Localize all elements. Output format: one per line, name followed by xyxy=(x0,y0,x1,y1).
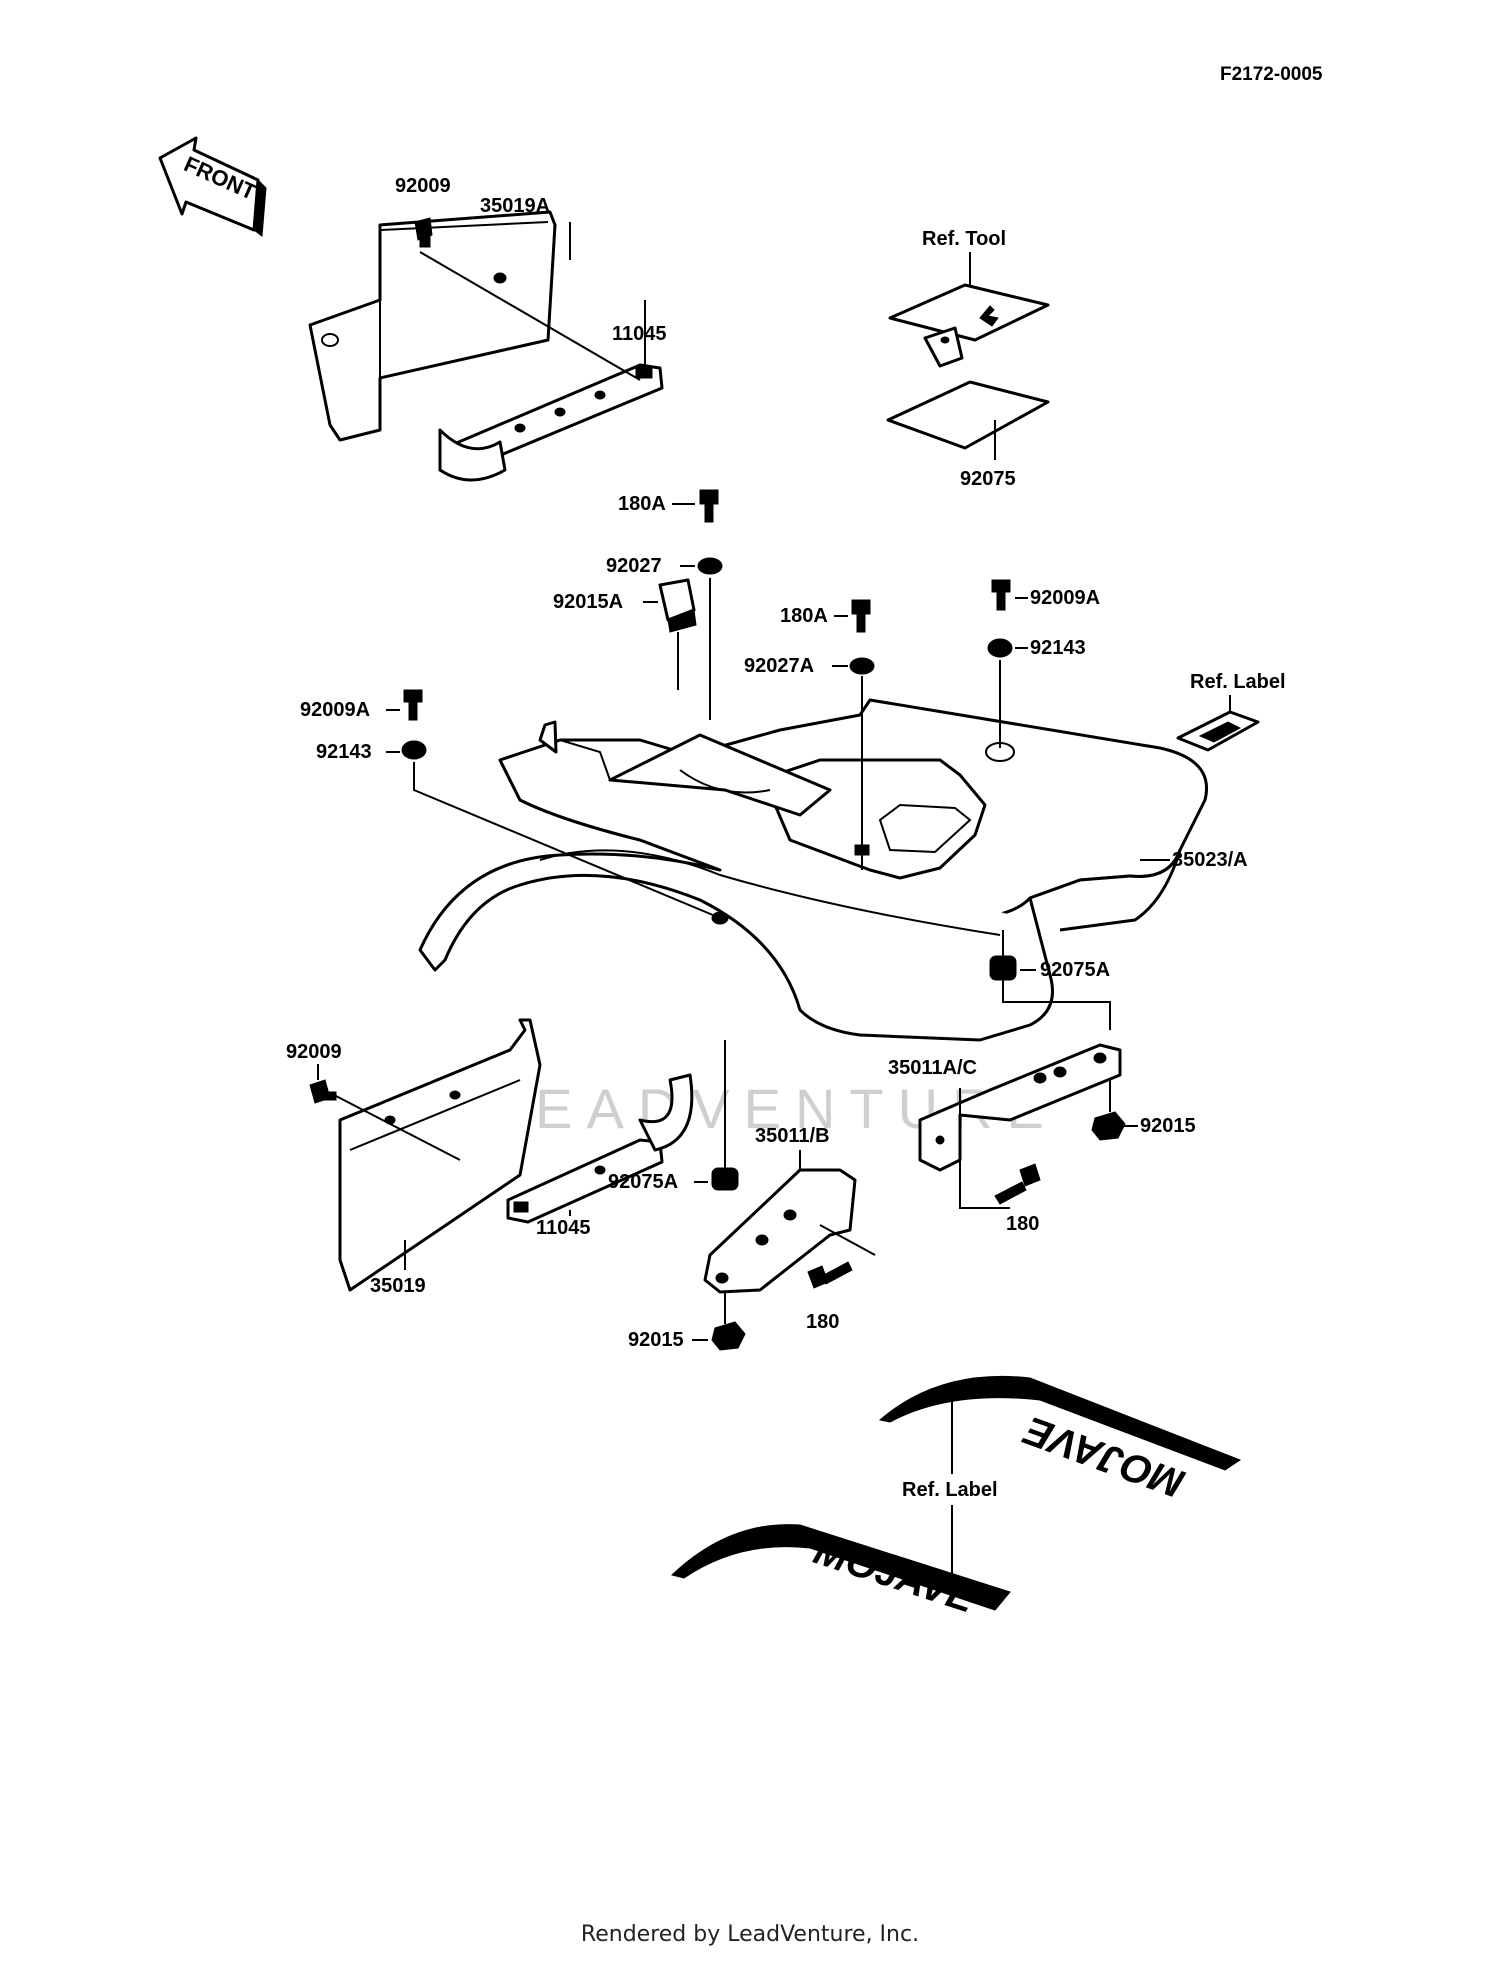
label-92143-left: 92143 xyxy=(316,741,372,763)
tool-kit-drawing xyxy=(886,283,1050,450)
label-92015A: 92015A xyxy=(553,591,623,613)
front-arrow-icon: FRONT xyxy=(158,136,267,237)
label-35011AC: 35011A/C xyxy=(888,1057,977,1079)
nut-92015-bottom-icon xyxy=(711,1321,746,1351)
bolt-92009A-left-icon xyxy=(403,689,423,721)
label-180-mid: 180 xyxy=(806,1311,839,1333)
footer-credit: Rendered by LeadVenture, Inc. xyxy=(580,1922,920,1947)
label-35019: 35019 xyxy=(370,1275,426,1297)
label-92027A: 92027A xyxy=(744,655,814,677)
rear-fender-35023A-drawing xyxy=(418,698,1208,1042)
label-ref-label-bottom: Ref. Label xyxy=(902,1479,998,1501)
label-92027: 92027 xyxy=(606,555,662,577)
bolt-180A-left-icon xyxy=(699,489,719,523)
clip-92015A-icon xyxy=(658,578,697,633)
decal-lower-drawing: MOJAVE xyxy=(670,1524,1011,1622)
bolt-180-right-icon xyxy=(994,1163,1041,1205)
label-92015-right: 92015 xyxy=(1140,1115,1196,1137)
label-92075A-mid: 92075A xyxy=(608,1171,678,1193)
grommet-92143-right-icon xyxy=(987,638,1013,658)
label-35023A: 35023/A xyxy=(1172,849,1248,871)
label-92009-bottom: 92009 xyxy=(286,1041,342,1063)
label-92143-right: 92143 xyxy=(1030,637,1086,659)
bolt-92009-bottom-icon xyxy=(309,1079,337,1104)
label-ref-tool: Ref. Tool xyxy=(922,228,1006,250)
label-11045-top: 11045 xyxy=(612,323,667,345)
nut-92015-right-icon xyxy=(1091,1111,1126,1141)
label-92075: 92075 xyxy=(960,468,1016,490)
grommet-92143-left-icon xyxy=(401,740,427,760)
label-92009A-right: 92009A xyxy=(1030,587,1100,609)
ref-label-decal-icon xyxy=(1176,710,1260,752)
label-92015-bottom: 92015 xyxy=(628,1329,684,1351)
washer-92027A-icon xyxy=(849,657,875,675)
label-180A-left: 180A xyxy=(618,493,666,515)
label-180-right: 180 xyxy=(1006,1213,1039,1235)
label-35011B: 35011/B xyxy=(755,1125,830,1147)
bolt-92009-top-icon xyxy=(414,217,433,248)
label-92075A-right: 92075A xyxy=(1040,959,1110,981)
bracket-11045-bottom-drawing xyxy=(506,1073,694,1224)
diagram-code: F2172-0005 xyxy=(1220,64,1323,85)
label-ref-label-top: Ref. Label xyxy=(1190,671,1286,693)
decal-lower-text: MOJAVE xyxy=(809,1528,982,1622)
bracket-35011B-drawing xyxy=(703,1168,857,1294)
label-11045-bottom: 11045 xyxy=(536,1217,591,1239)
grommet-92075A-mid-icon xyxy=(711,1167,739,1191)
bolt-180-mid-icon xyxy=(807,1261,853,1289)
bracket-11045-top-drawing xyxy=(438,363,664,482)
label-180A-right: 180A xyxy=(780,605,828,627)
bracket-35011AC-drawing xyxy=(918,1043,1122,1172)
side-cover-35019A-drawing xyxy=(308,210,557,442)
label-92009-top: 92009 xyxy=(395,175,451,197)
washer-92027-icon xyxy=(697,557,723,575)
mud-flap-35019-drawing xyxy=(338,1018,542,1292)
bolt-92009A-right-icon xyxy=(991,579,1011,611)
bolt-180A-right-icon xyxy=(851,599,871,633)
label-35019A: 35019A xyxy=(480,195,550,217)
grommet-92075A-right-icon xyxy=(989,955,1017,981)
label-92009A-left: 92009A xyxy=(300,699,370,721)
